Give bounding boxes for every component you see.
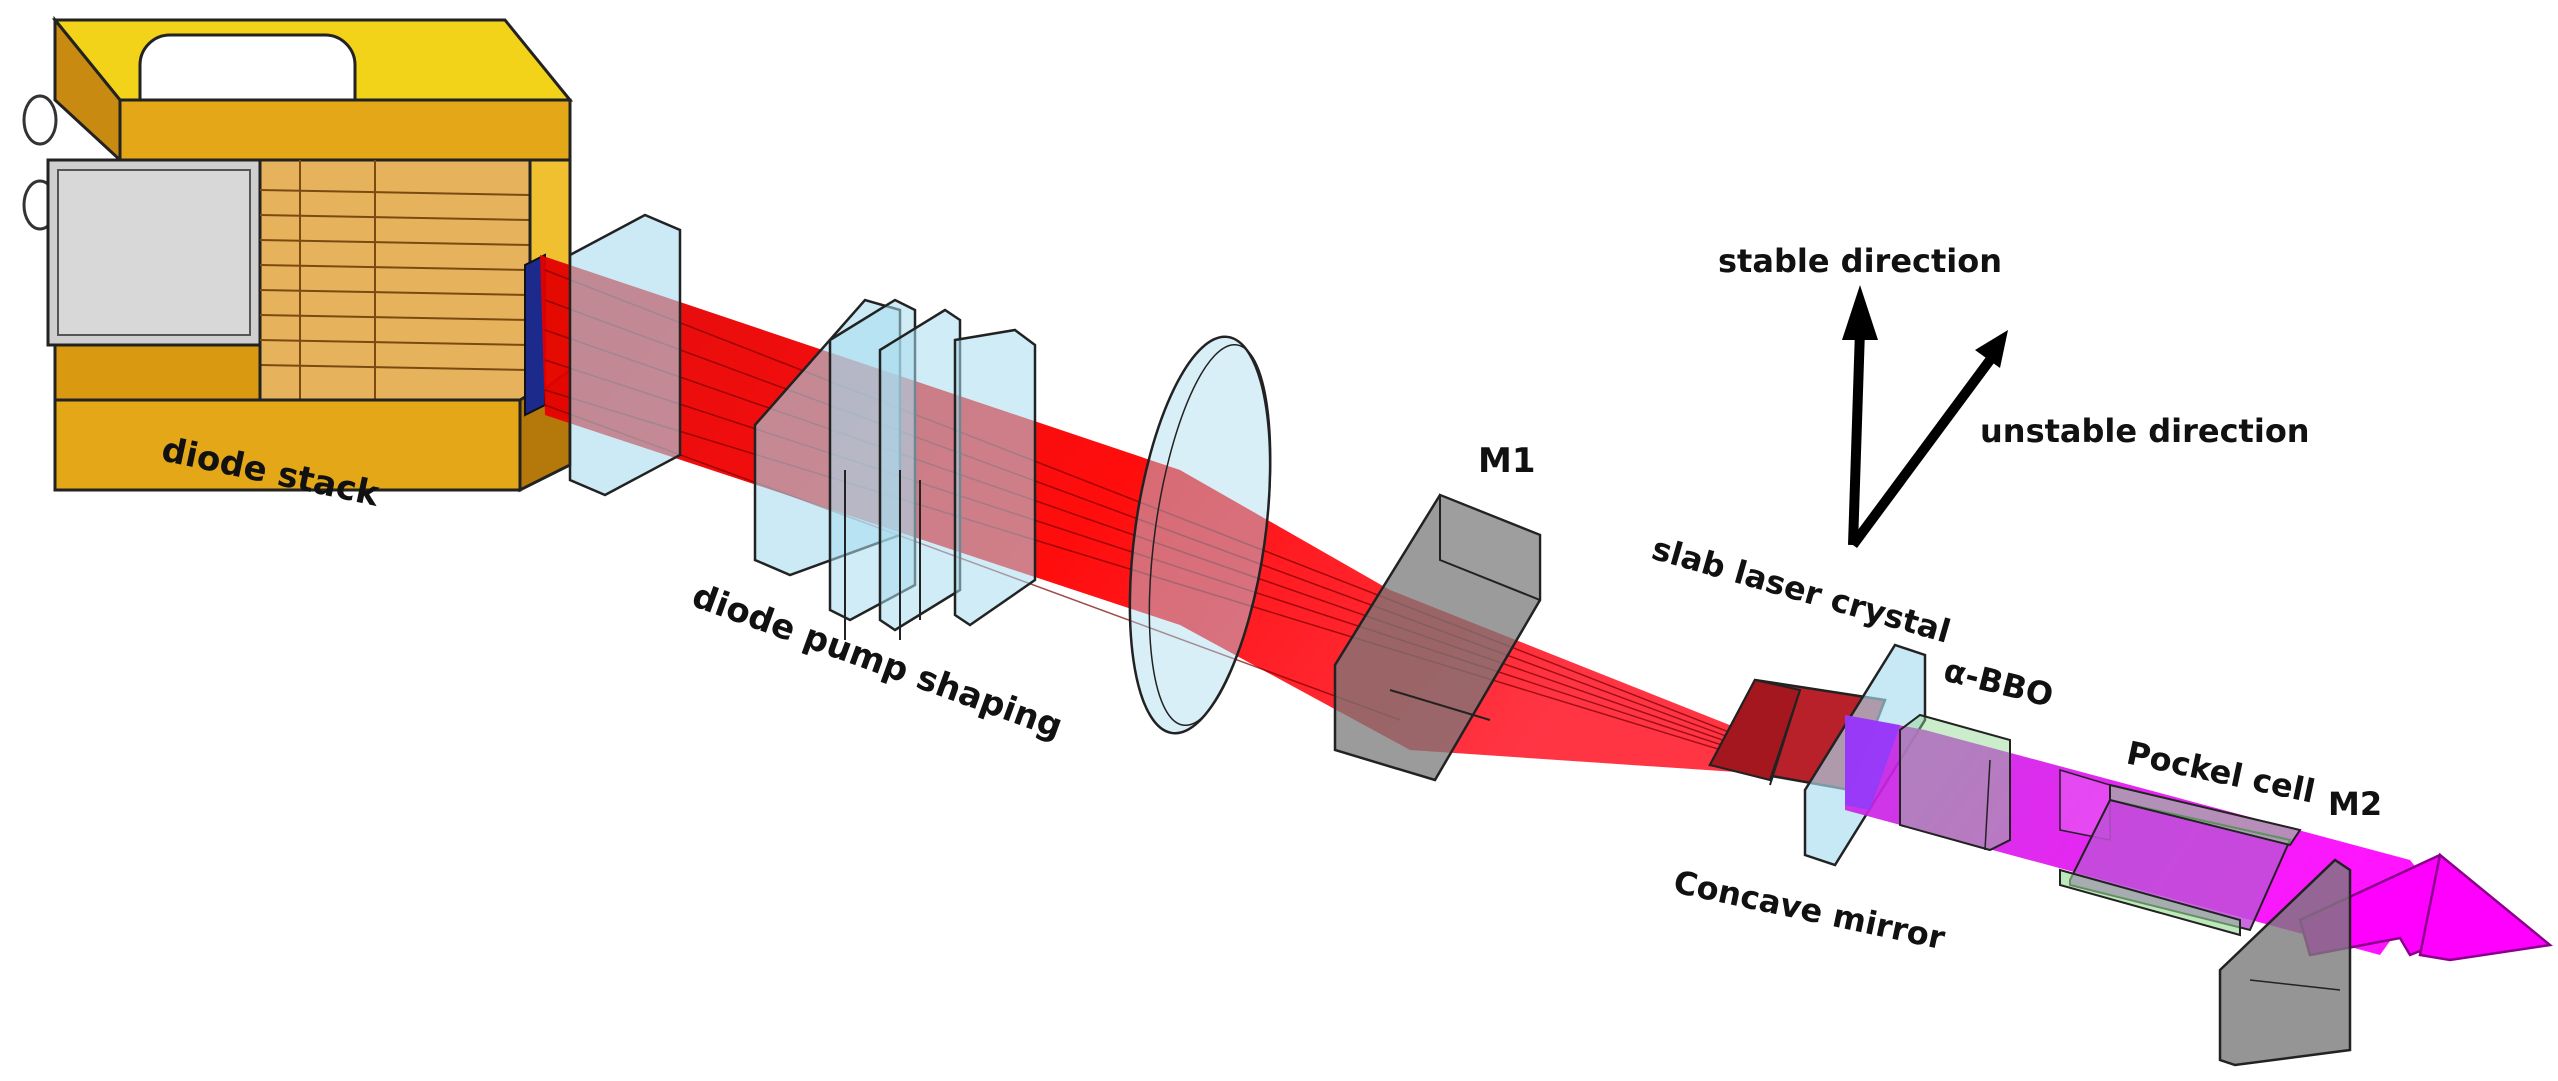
- label-m1: M1: [1478, 441, 1536, 481]
- unstable-direction-arrow: [1848, 330, 2008, 548]
- slab-laser-crystal: [1708, 678, 1887, 792]
- m2-mirror: [2218, 858, 2352, 1067]
- diode-stack: [22, 15, 574, 493]
- label-slab-laser-crystal: slab laser crystal: [1648, 529, 1955, 651]
- stable-direction-arrow: [1842, 285, 1878, 546]
- label-stable-direction: stable direction: [1718, 242, 2002, 280]
- pump-shaping-optics: [568, 213, 1272, 735]
- label-concave-mirror: Concave mirror: [1670, 863, 1948, 958]
- label-alpha-bbo: α-BBO: [1940, 651, 2057, 715]
- alpha-bbo-crystal: [1899, 713, 2011, 852]
- m1-mirror: [1333, 493, 1542, 782]
- label-unstable-direction: unstable direction: [1980, 412, 2310, 450]
- pockel-cell: [2059, 768, 2302, 937]
- label-m2: M2: [2328, 785, 2382, 823]
